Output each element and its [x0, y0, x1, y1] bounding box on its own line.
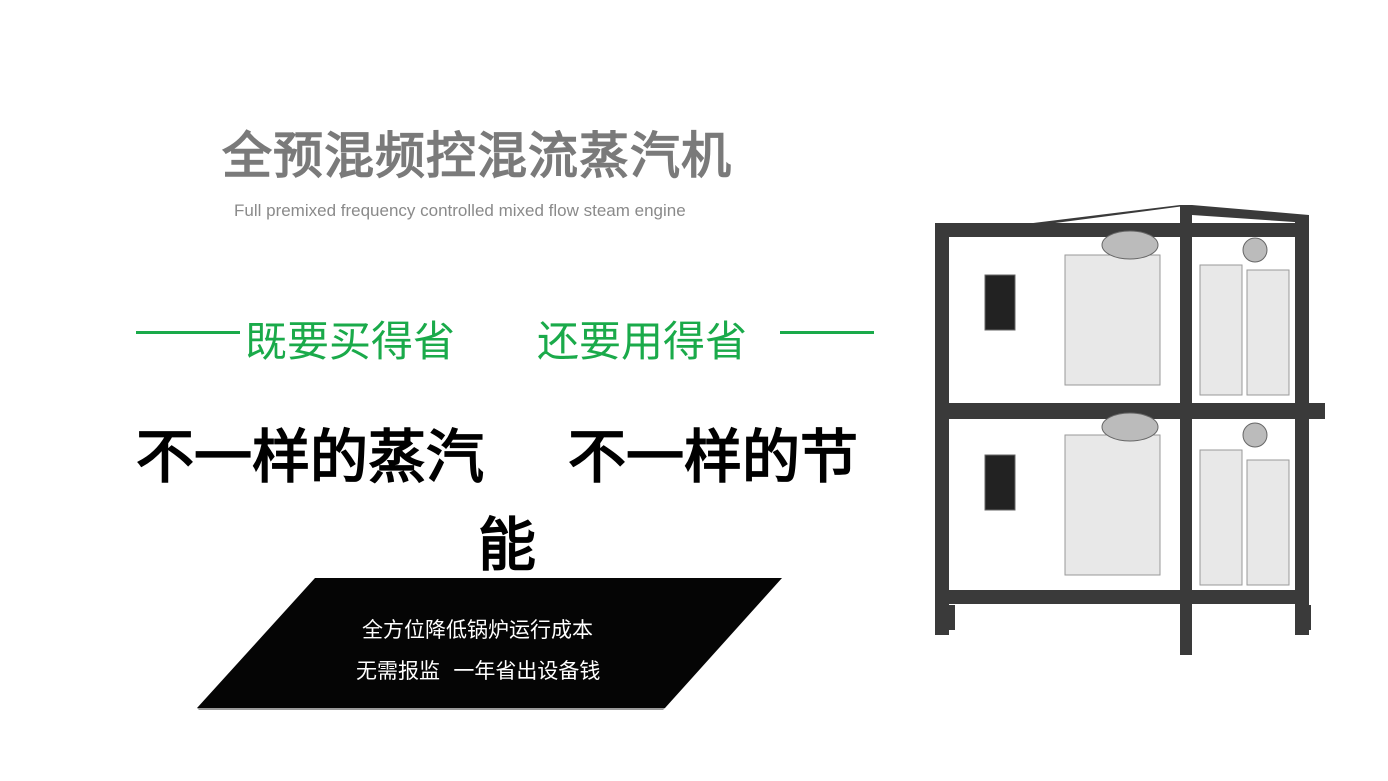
page-subtitle: Full premixed frequency controlled mixed…: [234, 201, 686, 220]
steam-engine-product-image: [935, 205, 1325, 655]
divider-line-right: [780, 331, 874, 334]
banner-line-2: 无需报监 一年省出设备钱: [356, 659, 601, 683]
headline-energy: 不一样的节: [568, 423, 859, 491]
page-title: 全预混频控混流蒸汽机: [222, 127, 732, 185]
headline-steam: 不一样的蒸汽: [136, 423, 485, 491]
slogan-left: 既要买得省: [245, 317, 456, 366]
headline-energy-cont: 能: [478, 511, 537, 579]
banner-line-1: 全方位降低锅炉运行成本: [362, 618, 593, 642]
banner-shape: [197, 578, 782, 710]
divider-line-left: [136, 331, 240, 334]
slogan-right: 还要用得省: [537, 317, 748, 366]
